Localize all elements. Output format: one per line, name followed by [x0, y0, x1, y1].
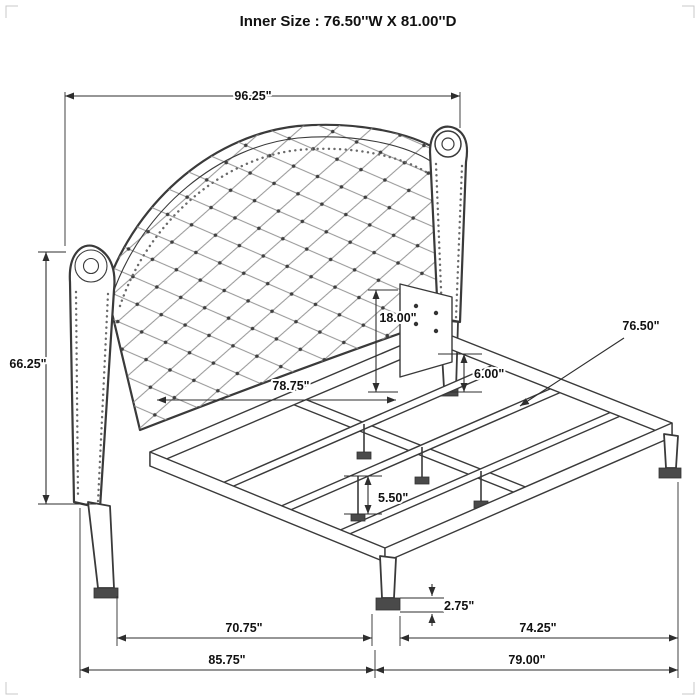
nailhead-trim-left-inner	[96, 292, 110, 504]
nailhead-trim-top	[118, 147, 428, 308]
dim-label-foot-height: 2.75"	[444, 599, 474, 613]
nailhead-trim-left-outer	[74, 290, 80, 498]
headboard-left-leg	[87, 501, 115, 589]
dimensions: 96.25" 66.25" 18.00" 78.75" 76.50" 6.0	[7, 87, 679, 678]
bed-frame	[149, 283, 682, 611]
dim-label-headboard-height: 66.25"	[9, 357, 46, 371]
diagram-title: Inner Size : 76.50''W X 81.00''D	[240, 13, 457, 30]
bracket-bolt-hole	[413, 303, 419, 309]
dim-label-overall-length-foot: 79.00"	[508, 653, 545, 667]
bracket-bolt-hole	[413, 321, 419, 327]
support-foot-4	[350, 513, 366, 522]
left-scroll-center	[82, 257, 100, 275]
headboard	[68, 123, 469, 599]
dim-headboard-height: 66.25"	[7, 251, 96, 505]
left-wing	[68, 244, 116, 510]
dim-inner-length-foot: 74.25"	[399, 616, 678, 646]
dim-label-inner-length-foot: 74.25"	[519, 621, 556, 635]
dim-center-rail-height: 5.50"	[344, 475, 410, 515]
dim-overall-length-foot: 79.00"	[375, 482, 679, 678]
bracket-bolt-hole	[433, 328, 439, 334]
dim-label-inner-headboard-width: 78.75"	[272, 379, 309, 393]
dim-label-side-rail-height: 6.00"	[474, 367, 504, 381]
support-foot-2	[414, 476, 430, 485]
dim-slat-length: 76.50"	[519, 317, 662, 407]
dim-overall-width: 96.25"	[64, 87, 461, 246]
headboard-tufting	[106, 124, 444, 430]
corner-marks	[5, 5, 695, 695]
headboard-left-foot	[93, 587, 119, 599]
dim-label-overall-width: 96.25"	[234, 89, 271, 103]
dim-side-rail-height: 6.00"	[438, 353, 506, 393]
front-corner-foot	[375, 597, 401, 611]
left-scroll	[74, 249, 108, 283]
dim-inner-length-head: 70.75"	[116, 596, 373, 646]
right-corner-foot	[658, 467, 682, 479]
dim-overall-length-head: 85.75"	[79, 508, 376, 678]
right-scroll-center	[441, 137, 455, 151]
headboard-top-roll	[111, 136, 433, 297]
dim-inner-headboard-width: 78.75"	[157, 377, 396, 404]
dim-label-center-rail-height: 5.50"	[378, 491, 408, 505]
front-corner-leg	[379, 555, 397, 599]
dim-bracket-height: 18.00"	[368, 289, 419, 393]
dim-label-inner-length-head: 70.75"	[225, 621, 262, 635]
headboard-bracket	[399, 283, 453, 378]
dim-label-bracket-height: 18.00"	[379, 311, 416, 325]
dim-label-slat-length: 76.50"	[622, 319, 659, 333]
bracket-bolt-hole	[433, 310, 439, 316]
support-foot-1	[356, 451, 372, 460]
right-corner-leg	[663, 433, 679, 469]
dim-label-overall-length-head: 85.75"	[208, 653, 245, 667]
dim-foot-height: 2.75"	[400, 584, 476, 626]
